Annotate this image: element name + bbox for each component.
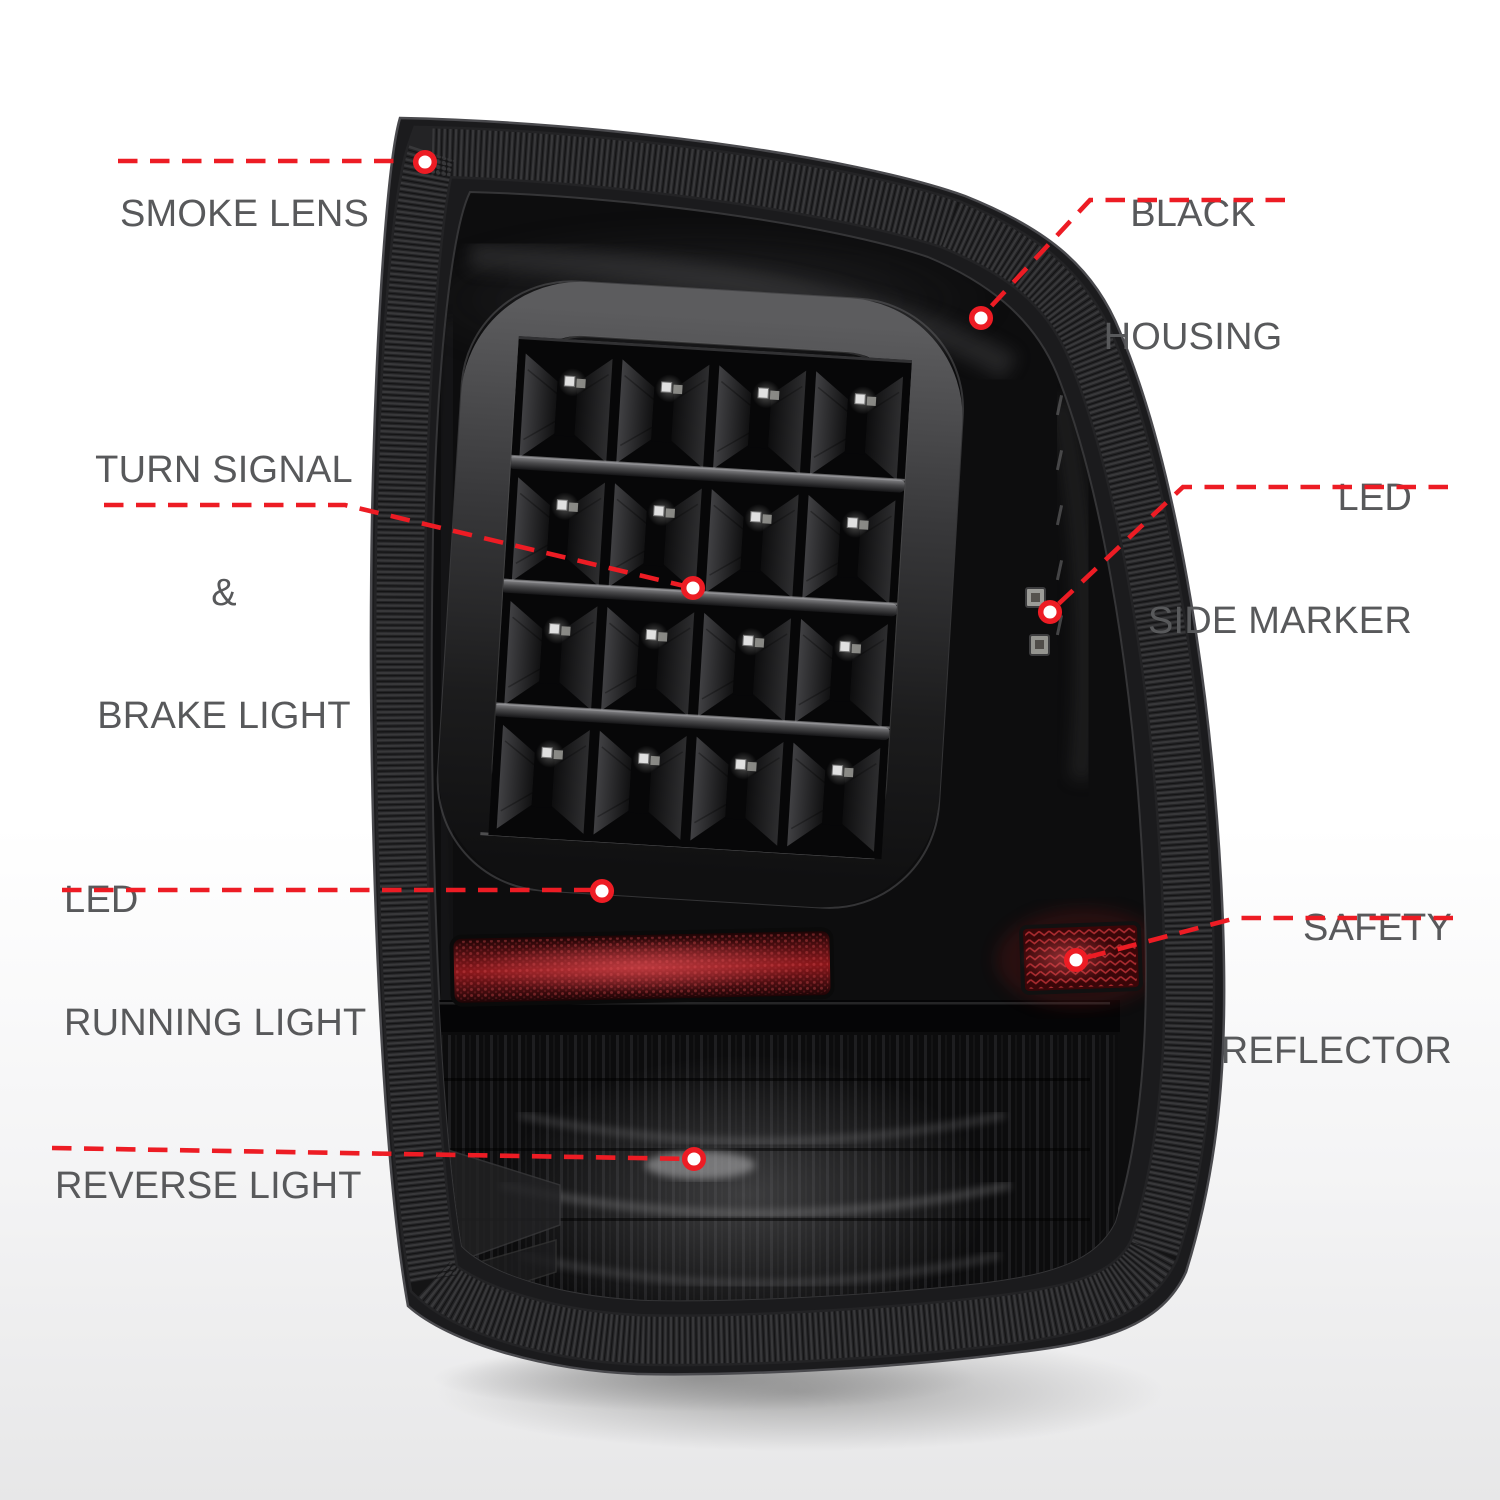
label-led-side-marker: LED SIDE MARKER [1147,477,1412,642]
label-led-running-light: LED RUNNING LIGHT [64,879,367,1044]
label-smoke-lens: SMOKE LENS [120,193,370,235]
led-reflector-cup [787,742,881,852]
led-reflector-cup [697,612,792,723]
led-reflector-cup [809,371,904,481]
label-black-housing: BLACK HOUSING [1103,193,1283,358]
led-reflector-cup [601,606,695,717]
led-reflector-cup [690,736,784,846]
reverse-light-lens [431,1032,1118,1301]
led-reflector-cup [705,489,799,599]
led-reflector-cup [802,495,896,605]
side-marker-leds [1025,587,1050,656]
led-reflector-cup [616,359,710,469]
row-separator-bar [492,703,891,741]
led-reflector-cup [496,724,590,834]
led-turn-signal-grid [488,336,913,860]
led-reflector-cup [794,618,888,728]
led-reflector-cup [504,601,598,711]
row-separator-bar [508,456,906,493]
label-turn-signal-brake-light: TURN SIGNAL & BRAKE LIGHT [95,449,353,737]
led-reflector-cup [713,365,807,475]
label-reverse-light: REVERSE LIGHT [55,1165,362,1207]
label-safety-reflector: SAFETY REFLECTOR [1220,907,1452,1072]
red-reflector-strip [449,927,835,1007]
led-reflector-cup [593,730,687,840]
led-reflector-cup [519,353,613,463]
